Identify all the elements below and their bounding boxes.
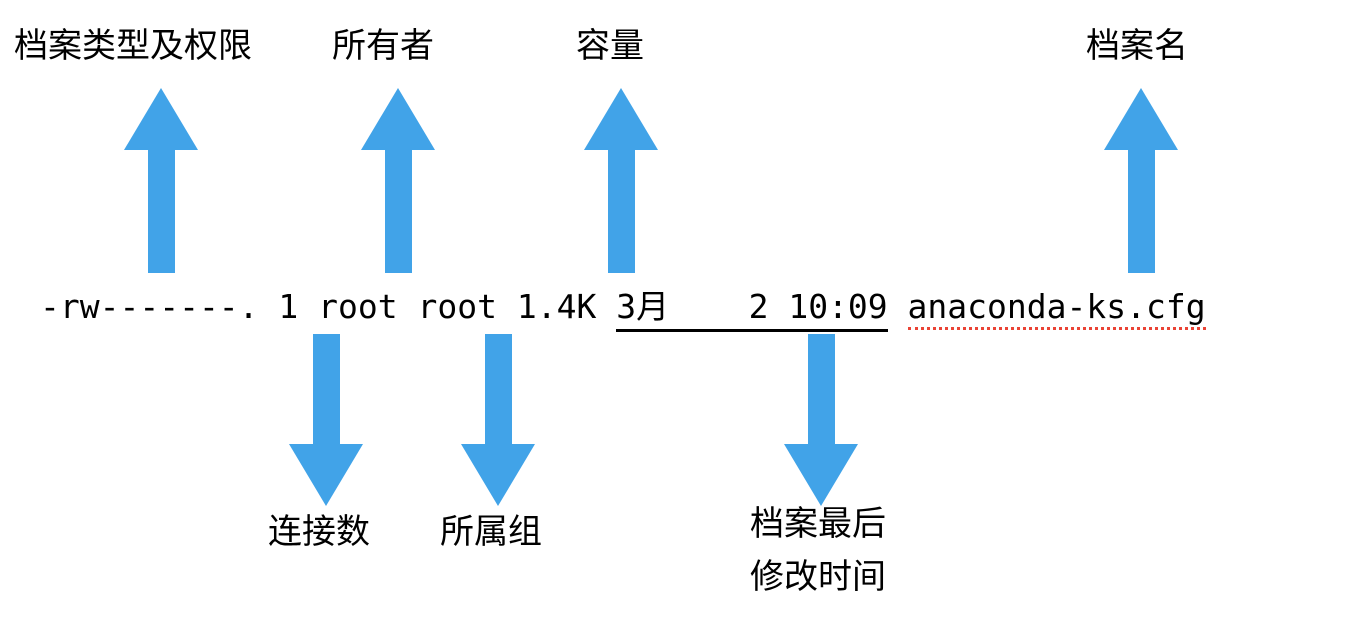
- arrow-shaft: [807, 334, 835, 444]
- arrow-head-icon: [361, 88, 435, 150]
- arrow-head-icon: [784, 444, 858, 506]
- label-size: 容量: [576, 26, 644, 66]
- arrow-shaft: [1127, 150, 1155, 273]
- arrow-shaft: [312, 334, 340, 444]
- arrow-head-icon: [289, 444, 363, 506]
- ls-output-line: -rw-------. 1 root root 1.4K 3月 2 10:09 …: [40, 280, 1206, 332]
- arrow-head-icon: [461, 444, 535, 506]
- arrow-head-icon: [584, 88, 658, 150]
- arrow-head-icon: [1104, 88, 1178, 150]
- ls-link-count: 1: [278, 287, 299, 326]
- arrow-down-link-count-icon: [289, 334, 363, 506]
- ls-permissions: -rw-------.: [40, 287, 259, 326]
- label-file-type-permissions: 档案类型及权限: [14, 26, 252, 66]
- label-group: 所属组: [440, 512, 542, 552]
- arrow-up-size-icon: [584, 88, 658, 273]
- ls-filename: anaconda-ks.cfg: [907, 287, 1206, 330]
- arrow-shaft: [484, 334, 512, 444]
- ls-owner: root: [318, 287, 398, 326]
- ls-group: root: [417, 287, 498, 326]
- label-link-count: 连接数: [268, 512, 370, 552]
- arrow-shaft: [147, 150, 175, 273]
- arrow-shaft: [607, 150, 635, 273]
- arrow-down-mtime-icon: [784, 334, 858, 506]
- arrow-down-group-icon: [461, 334, 535, 506]
- label-mtime: 档案最后 修改时间: [718, 498, 918, 603]
- label-filename: 档案名: [1086, 26, 1188, 66]
- ls-size: 1.4K: [516, 287, 597, 326]
- label-mtime-line2: 修改时间: [750, 556, 886, 597]
- arrow-shaft: [384, 150, 412, 273]
- arrow-up-filename-icon: [1104, 88, 1178, 273]
- arrow-up-owner-icon: [361, 88, 435, 273]
- arrow-head-icon: [124, 88, 198, 150]
- label-mtime-line1: 档案最后: [750, 504, 886, 544]
- label-owner: 所有者: [332, 26, 434, 66]
- arrow-up-permissions-icon: [124, 88, 198, 273]
- ls-mtime: 3月 2 10:09: [616, 287, 888, 332]
